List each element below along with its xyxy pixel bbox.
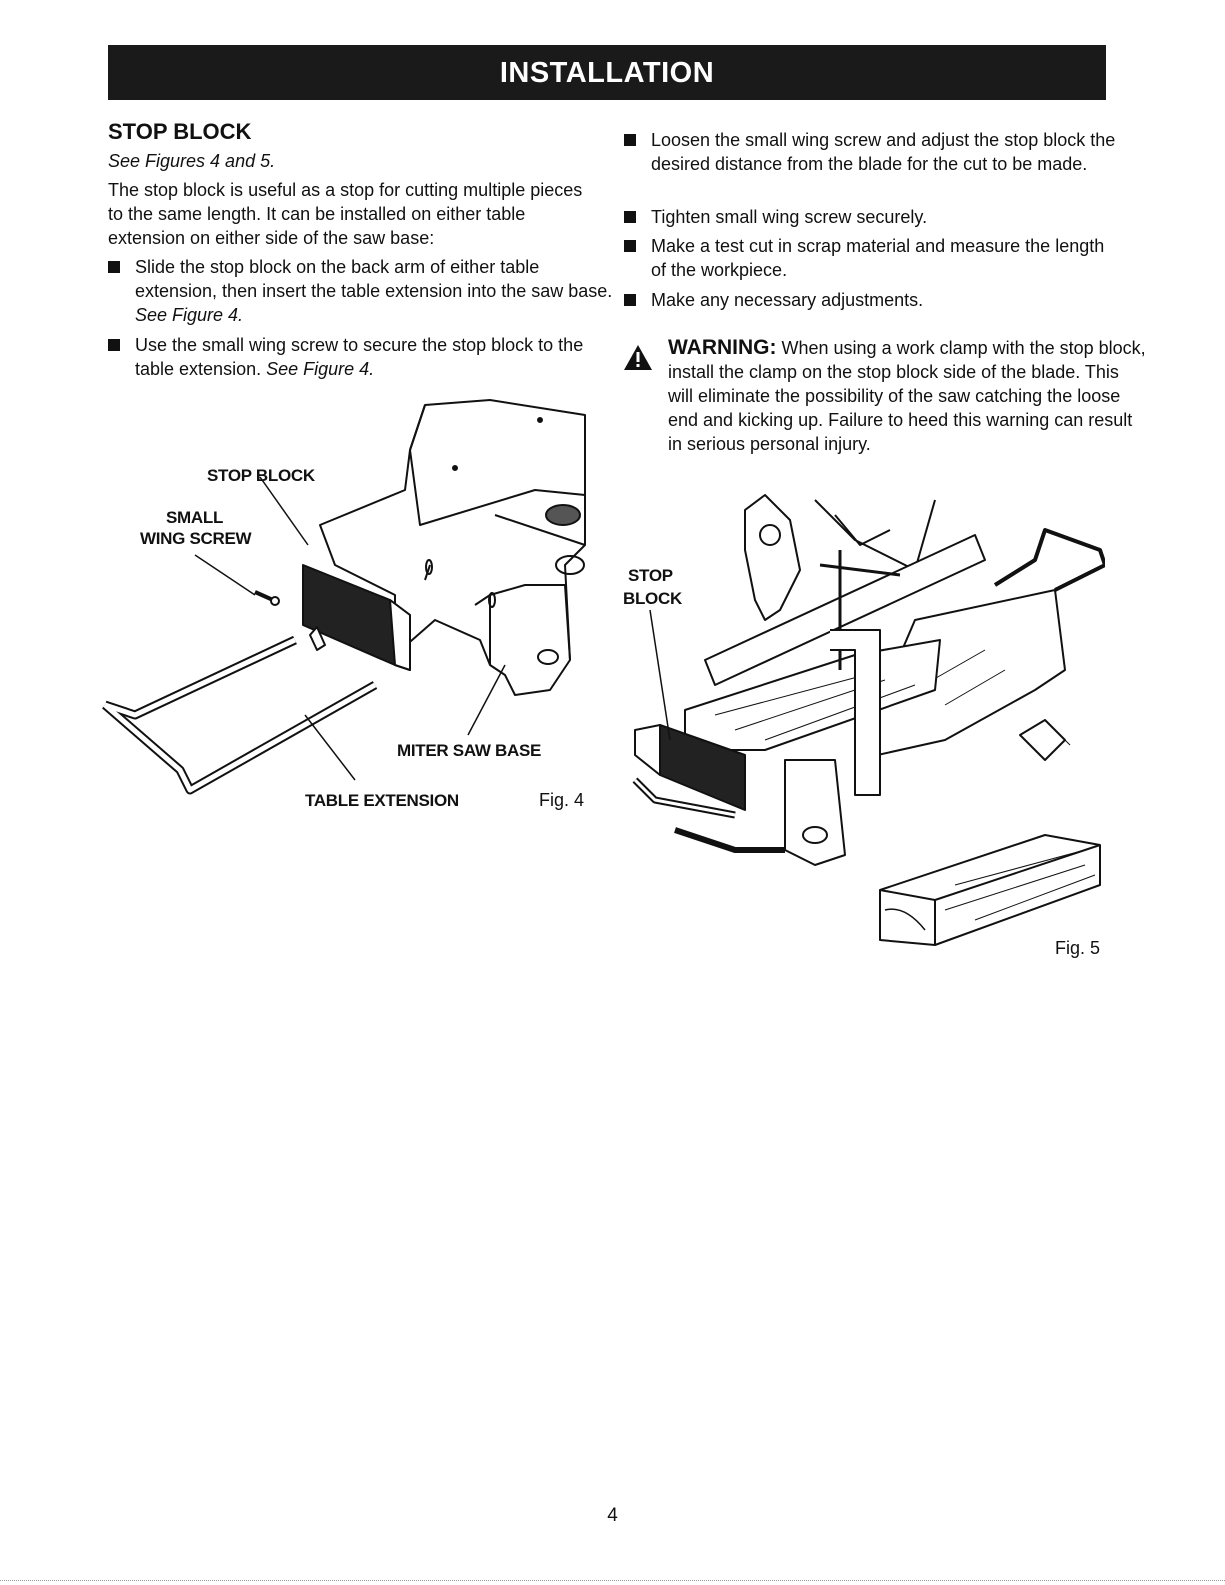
bullet-square-icon bbox=[108, 339, 120, 351]
bullet-text: Loosen the small wing screw and adjust t… bbox=[651, 130, 1116, 174]
figure-5-caption: Fig. 5 bbox=[1055, 938, 1101, 958]
intro-paragraph: The stop block is useful as a stop for c… bbox=[108, 180, 583, 248]
bullet-text: Make a test cut in scrap material and me… bbox=[651, 236, 1105, 280]
figure-reference: See Figure 4. bbox=[135, 305, 244, 325]
right-bullet-3: Make a test cut in scrap material and me… bbox=[624, 234, 1116, 282]
label-wing-screw: WING SCREW bbox=[140, 529, 252, 548]
right-bullet-1: Loosen the small wing screw and adjust t… bbox=[624, 128, 1116, 176]
bullet-text: Use the small wing screw to secure the s… bbox=[135, 335, 584, 379]
page-number: 4 bbox=[607, 1505, 618, 1526]
bullet-text: Slide the stop block on the back arm of … bbox=[135, 257, 613, 301]
bullet-square-icon bbox=[624, 294, 636, 306]
bullet-square-icon bbox=[108, 261, 120, 273]
left-bullet-1: Slide the stop block on the back arm of … bbox=[108, 255, 615, 327]
figure-5-illustration bbox=[632, 494, 1105, 946]
label-stop: STOP bbox=[628, 566, 673, 585]
label-stop-block: STOP BLOCK bbox=[207, 466, 315, 485]
page-banner: INSTALLATION bbox=[108, 45, 1106, 100]
page-bottom-border bbox=[0, 1580, 1225, 1581]
right-bullet-4: Make any necessary adjustments. bbox=[624, 288, 1116, 312]
label-small: SMALL bbox=[166, 508, 224, 527]
bullet-square-icon bbox=[624, 240, 636, 252]
section-heading: STOP BLOCK bbox=[108, 119, 252, 144]
label-table-extension: TABLE EXTENSION bbox=[305, 791, 459, 810]
label-miter-saw-base: MITER SAW BASE bbox=[397, 741, 542, 760]
bullet-square-icon bbox=[624, 134, 636, 146]
bullet-text: Tighten small wing screw securely. bbox=[651, 207, 928, 227]
label-block: BLOCK bbox=[623, 589, 682, 608]
warning-text: When using a work clamp with the stop bl… bbox=[668, 338, 1146, 454]
warning-triangle-icon bbox=[624, 345, 652, 370]
figure-4-illustration bbox=[102, 399, 586, 795]
figure-reference: See Figure 4. bbox=[266, 359, 375, 379]
left-bullet-2: Use the small wing screw to secure the s… bbox=[108, 333, 615, 381]
bullet-square-icon bbox=[624, 211, 636, 223]
warning-block: WARNING: When using a work clamp with th… bbox=[623, 336, 1148, 456]
right-bullet-2: Tighten small wing screw securely. bbox=[624, 205, 1116, 229]
figure-4-caption: Fig. 4 bbox=[539, 790, 585, 810]
see-figures-note: See Figures 4 and 5. bbox=[108, 151, 276, 171]
warning-title: WARNING: bbox=[668, 336, 777, 359]
bullet-text: Make any necessary adjustments. bbox=[651, 290, 924, 310]
